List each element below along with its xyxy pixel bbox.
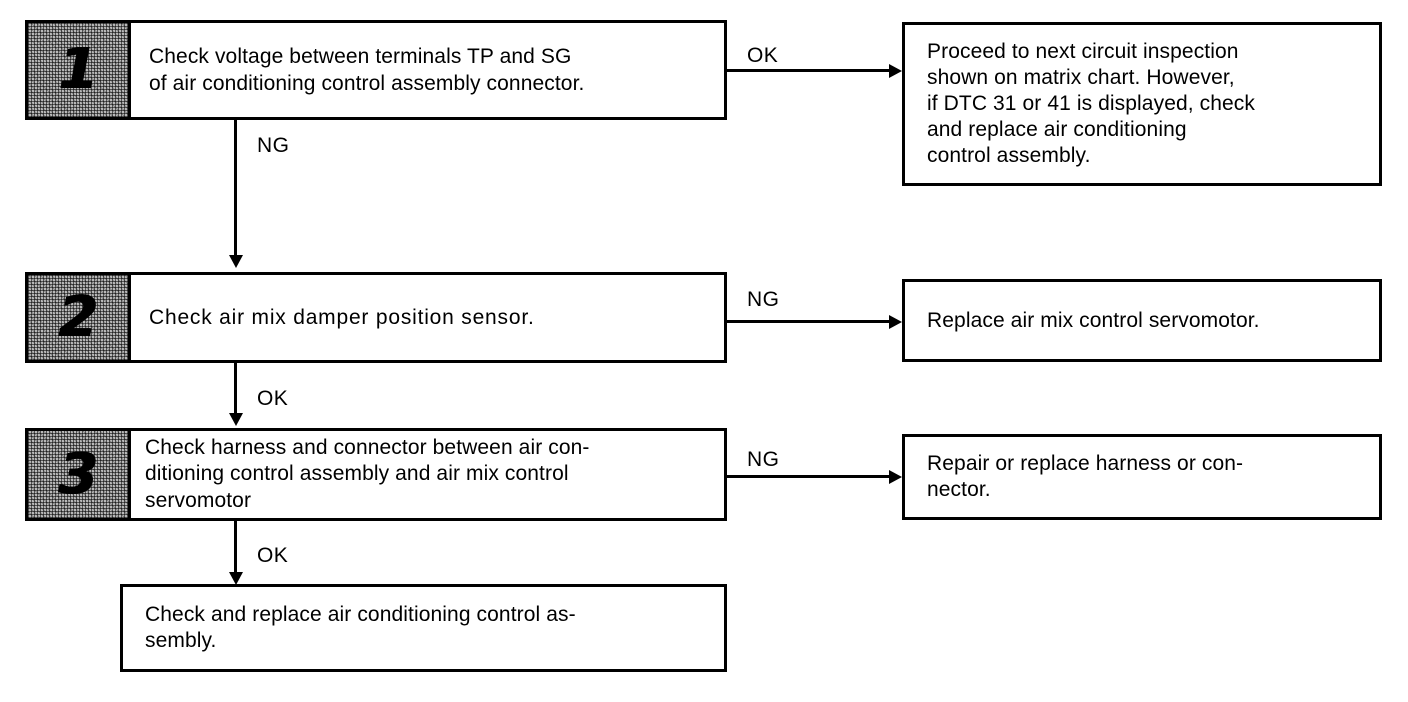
edge-step1-ng-label: NG: [257, 134, 290, 157]
edge-step1-ok-label: OK: [747, 44, 779, 67]
edge-step1-ok-arrowhead: [889, 63, 902, 78]
edge-step3-ng-arrowhead: [889, 469, 902, 484]
step-1-number: 1: [59, 37, 98, 102]
step-3-text: Check harness and connector between air …: [145, 436, 590, 512]
step-2-badge: 2: [28, 275, 131, 360]
edge-step2-ok-line: [234, 363, 237, 415]
step-2-text: Check air mix damper position sensor.: [149, 305, 535, 329]
edge-step2-ok-label: OK: [257, 387, 289, 410]
result-2-box: Replace air mix control servomotor.: [902, 279, 1382, 362]
step-1-text: Check voltage between terminals TP and S…: [149, 44, 585, 95]
result-2-text: Replace air mix control servomotor.: [927, 308, 1260, 332]
step-2-number: 2: [59, 284, 98, 350]
step-3-box: 3 Check harness and connector between ai…: [25, 428, 727, 521]
edge-step2-ng-label: NG: [747, 288, 780, 311]
edge-step3-ok-line: [234, 521, 237, 574]
result-3-text: Repair or replace harness or con- nector…: [927, 451, 1244, 501]
edge-step1-ok-line: [727, 69, 895, 72]
final-box: Check and replace air conditioning contr…: [120, 584, 727, 672]
edge-step1-ng-arrowhead: [228, 255, 243, 268]
step-1-badge: 1: [28, 23, 131, 117]
edge-step2-ng-line: [727, 320, 895, 323]
result-1-text: Proceed to next circuit inspection shown…: [927, 39, 1255, 168]
edge-step2-ng-arrowhead: [889, 314, 902, 329]
edge-step3-ng-label: NG: [747, 448, 780, 471]
edge-step2-ok-arrowhead: [228, 413, 243, 426]
edge-step3-ng-line: [727, 475, 895, 478]
result-3-box: Repair or replace harness or con- nector…: [902, 434, 1382, 520]
result-1-box: Proceed to next circuit inspection shown…: [902, 22, 1382, 186]
edge-step3-ok-arrowhead: [228, 572, 243, 585]
step-3-badge: 3: [28, 431, 131, 518]
step-3-number: 3: [59, 441, 98, 507]
final-box-text: Check and replace air conditioning contr…: [145, 602, 576, 652]
step-1-box: 1 Check voltage between terminals TP and…: [25, 20, 727, 120]
edge-step3-ok-label: OK: [257, 544, 289, 567]
step-2-box: 2 Check air mix damper position sensor.: [25, 272, 727, 363]
edge-step1-ng-line: [234, 120, 237, 257]
